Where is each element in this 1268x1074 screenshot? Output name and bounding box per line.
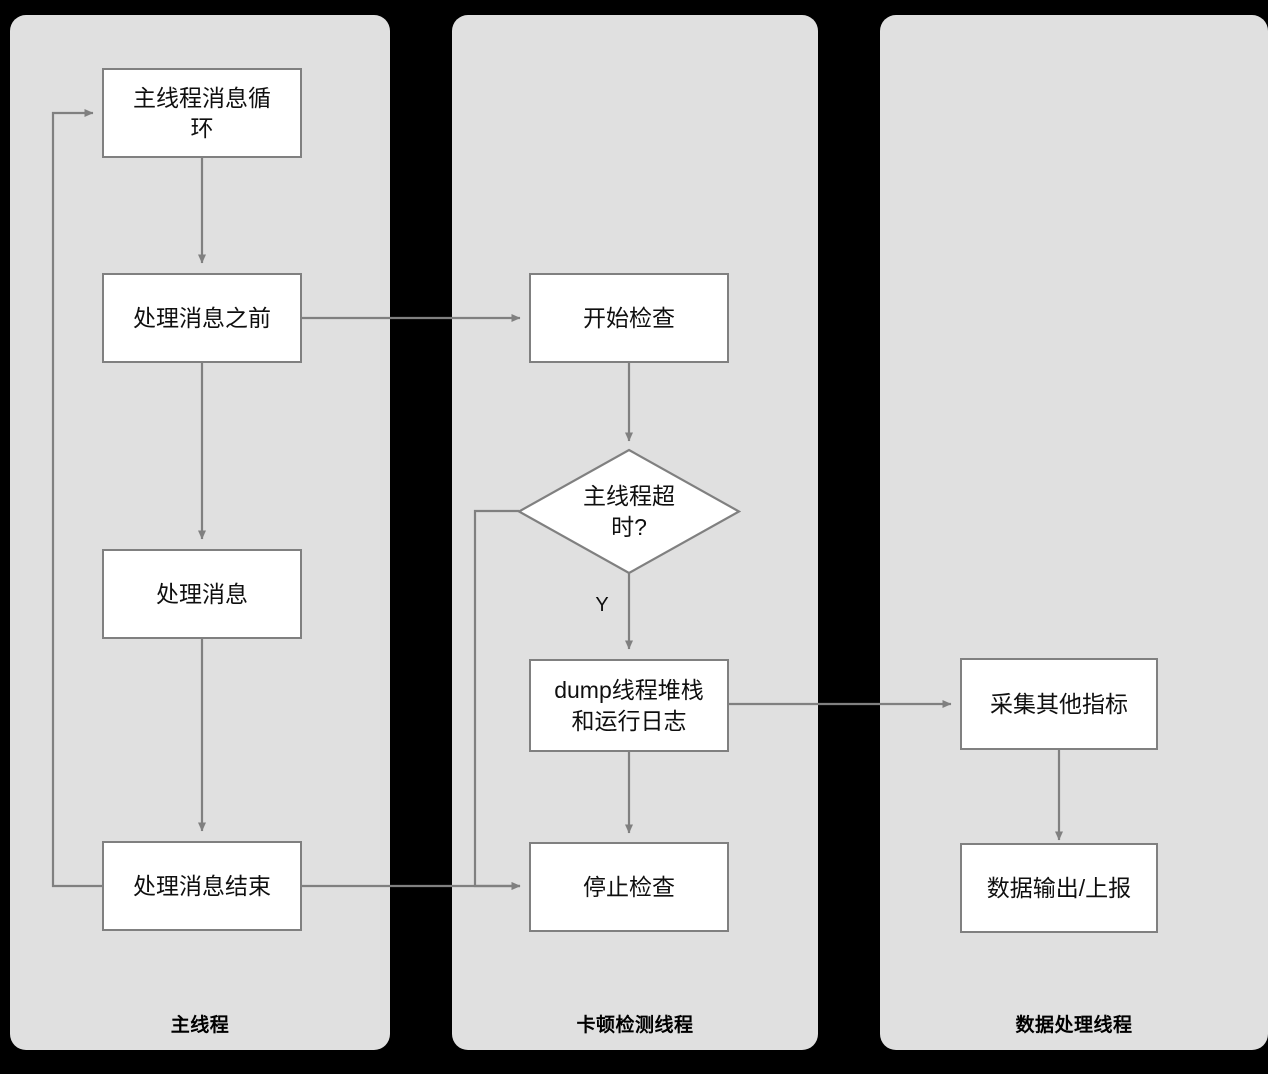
node-handle-message[interactable]: 处理消息 [102,549,302,639]
node-output-report[interactable]: 数据输出/上报 [960,843,1158,933]
node-stop-check[interactable]: 停止检查 [529,842,729,932]
node-timeout-decision-label: 主线程超 时? [583,483,675,540]
node-dump-stack[interactable]: dump线程堆栈 和运行日志 [529,659,729,752]
node-collect-metrics[interactable]: 采集其他指标 [960,658,1158,750]
lane-label-data-processing: 数据处理线程 [1015,1015,1133,1036]
diamond-shape [517,448,741,575]
lane-label-main-thread: 主线程 [170,1015,230,1036]
node-start-check[interactable]: 开始检查 [529,273,729,363]
node-main-loop[interactable]: 主线程消息循 环 [102,68,302,158]
edge-label-yes: Y [595,594,609,616]
lane-label-stall-detection: 卡顿检测线程 [576,1015,694,1036]
node-message-end[interactable]: 处理消息结束 [102,841,302,931]
node-before-message[interactable]: 处理消息之前 [102,273,302,363]
node-timeout-decision[interactable]: 主线程超 时? [517,448,741,575]
